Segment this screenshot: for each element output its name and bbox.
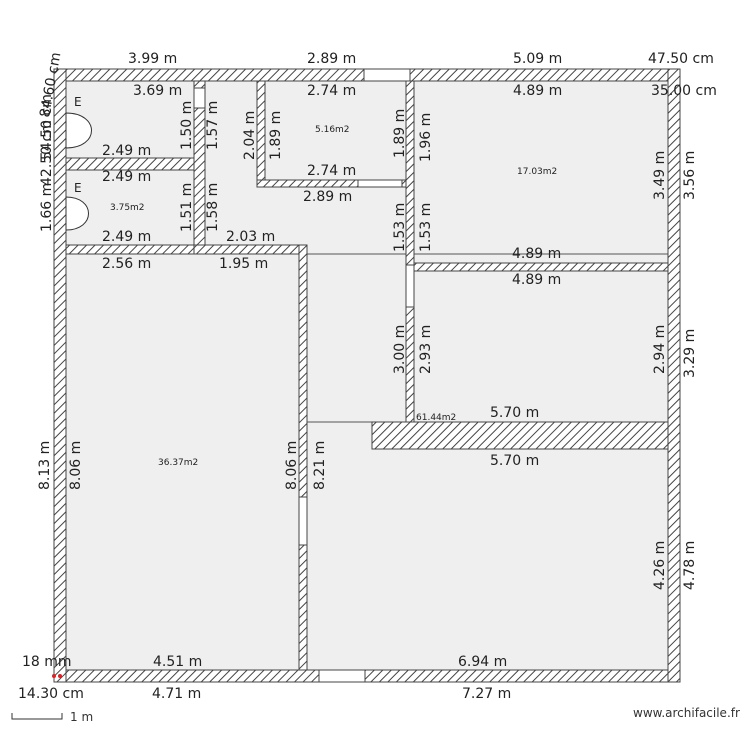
dim-mid-left-a: 3.00 m <box>392 325 408 374</box>
scale-label: 1 m <box>70 710 93 724</box>
dim-wc1-bottom: 2.49 m <box>102 143 151 159</box>
dim-wc2-v-b: 1.58 m <box>205 183 221 232</box>
origin-marker <box>52 674 56 678</box>
area-bathroom: 5.16m2 <box>315 125 350 135</box>
dim-bath-left-a: 2.04 m <box>242 111 258 160</box>
dim-wc1-v-b: 1.57 m <box>205 101 221 150</box>
origin-marker-2 <box>58 674 62 678</box>
dim-wc2-top: 2.49 m <box>102 169 151 185</box>
wall-beam-h <box>371 421 669 450</box>
dim-mid-left-b: 2.93 m <box>418 325 434 374</box>
dim-living-top-a: 2.56 m <box>102 256 151 272</box>
area-living: 36.37m2 <box>158 458 198 468</box>
toilet-lower-icon <box>65 196 89 231</box>
dim-corridor-a: 1.53 m <box>392 203 408 252</box>
dim-left-long-b: 8.06 m <box>68 441 84 490</box>
dim-top-outer-1: 3.99 m <box>128 51 177 67</box>
dim-beam-top: 5.70 m <box>490 405 539 421</box>
dim-top-inner-4: 35.00 cm <box>651 83 717 99</box>
dim-top-outer-2: 2.89 m <box>307 51 356 67</box>
bath-door <box>357 179 403 188</box>
credit-text[interactable]: www.archifacile.fr <box>633 706 740 720</box>
corridor-door <box>405 264 415 308</box>
dim-beam-bottom: 5.70 m <box>490 453 539 469</box>
bottom-door <box>318 669 366 683</box>
dim-top-inner-3: 4.89 m <box>513 83 562 99</box>
dim-bath-left-b: 1.89 m <box>268 111 284 160</box>
dim-bed1-right-b: 3.56 m <box>682 151 698 200</box>
dim-top-inner-2: 2.74 m <box>307 83 356 99</box>
wall-left <box>53 68 67 683</box>
dim-bath-right-b: 1.96 m <box>418 113 434 162</box>
dim-left-long-a: 8.13 m <box>37 441 53 490</box>
wc-door <box>193 87 206 109</box>
area-bedroom: 17.03m2 <box>517 167 557 177</box>
dim-top-outer-4: 47.50 cm <box>648 51 714 67</box>
room-bedroom-top-right <box>413 80 669 264</box>
room-living <box>65 253 300 671</box>
dim-bed1-right-a: 3.49 m <box>652 151 668 200</box>
wall-living-top-h <box>193 244 308 255</box>
dim-top-outer-3: 5.09 m <box>513 51 562 67</box>
dim-right-long-b: 4.78 m <box>682 541 698 590</box>
dim-right-long-a: 4.26 m <box>652 541 668 590</box>
scale-bar <box>11 713 63 720</box>
wall-bath-left-v <box>256 80 266 188</box>
dim-divider-a: 8.06 m <box>284 441 300 490</box>
dim-bottom-in-2: 6.94 m <box>458 654 507 670</box>
dim-corridor-top: 2.03 m <box>226 229 275 245</box>
dim-bath-right-a: 1.89 m <box>392 109 408 158</box>
dim-corner-a: 18 mm <box>22 654 72 670</box>
wc-label-lower: E <box>74 181 82 195</box>
dim-bed2-right-a: 2.94 m <box>652 325 668 374</box>
dim-bath-bottom-out: 2.89 m <box>303 189 352 205</box>
dim-left-top-4: 1.66 m <box>39 183 55 232</box>
dim-corner-b: 14.30 cm <box>18 686 84 702</box>
area-total: 61.44m2 <box>416 413 456 423</box>
dim-bottom-out-1: 4.71 m <box>152 686 201 702</box>
dim-left-top-2: 54.50 cm <box>39 94 55 160</box>
dim-top-inner-1: 3.69 m <box>133 83 182 99</box>
dim-bottom-in-1: 4.51 m <box>153 654 202 670</box>
dim-wc2-bottom: 2.49 m <box>102 229 151 245</box>
dim-bottom-out-2: 7.27 m <box>462 686 511 702</box>
living-door <box>298 496 308 546</box>
dim-corridor-b: 1.53 m <box>418 203 434 252</box>
dim-divider-b: 8.21 m <box>312 441 328 490</box>
dim-living-top-b: 1.95 m <box>219 256 268 272</box>
dim-bath-bottom-in: 2.74 m <box>307 163 356 179</box>
room-corridor <box>204 80 407 255</box>
room-wc-upper <box>65 80 195 159</box>
wall-bed1-bottom-h <box>413 262 669 272</box>
area-wc: 3.75m2 <box>110 203 145 213</box>
wall-living-right-v <box>298 244 308 671</box>
dim-bed1-bottom: 4.89 m <box>512 246 561 262</box>
toilet-upper-icon <box>65 112 92 149</box>
wc-label-upper: E <box>74 95 82 109</box>
wall-right <box>667 68 681 683</box>
dim-wc1-v-a: 1.50 m <box>179 101 195 150</box>
dim-bed2-top: 4.89 m <box>512 272 561 288</box>
wall-bottom <box>53 669 681 683</box>
dim-bed2-right-b: 3.29 m <box>682 329 698 378</box>
wall-wc-living-h <box>65 244 195 255</box>
top-window <box>363 68 411 82</box>
dim-wc2-v-a: 1.51 m <box>179 183 195 232</box>
dim-left-top-3: 42.50 cm <box>39 120 55 186</box>
